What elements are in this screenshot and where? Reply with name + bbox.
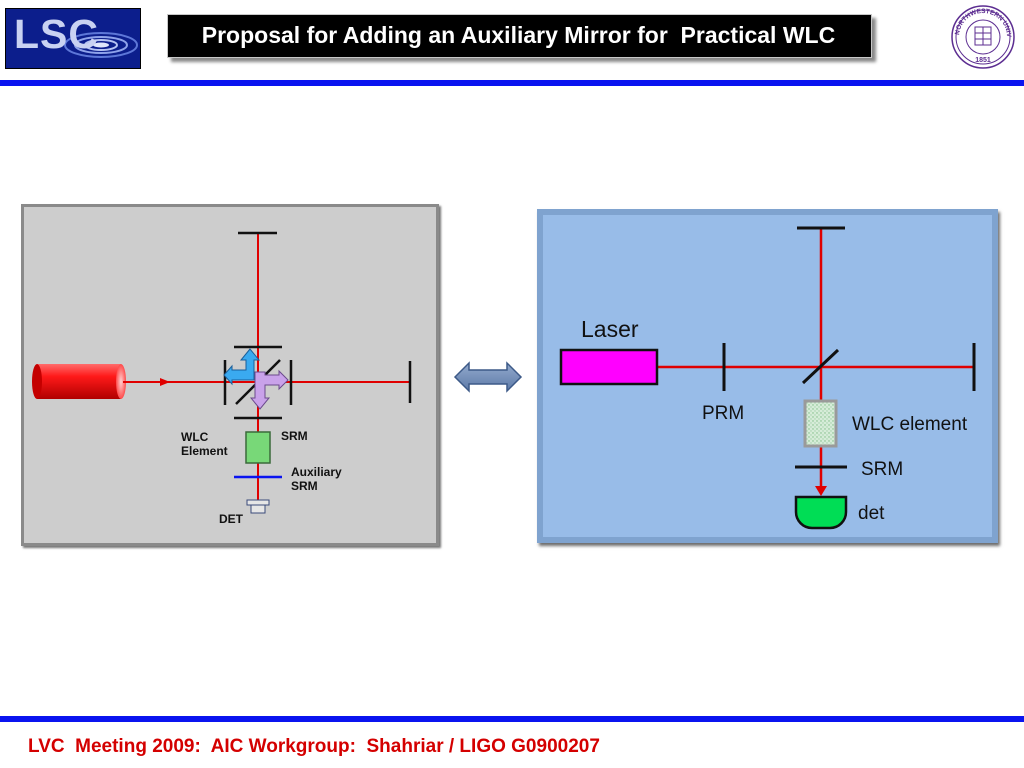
right-srm-label: SRM [861, 459, 904, 480]
srm-label: SRM [281, 429, 308, 443]
beamsplitter [801, 348, 840, 385]
det-detector-icon [246, 499, 270, 514]
right-beam-arrow [815, 486, 827, 496]
northwestern-seal: NORTHWESTERN UNIVERSITY 1851 [949, 0, 1015, 69]
right-det-label: det [858, 503, 885, 524]
right-beam-paths [657, 228, 974, 488]
page-title: Proposal for Adding an Auxiliary Mirror … [201, 22, 836, 48]
lsc-logo-swirl [64, 32, 138, 58]
lsc-logo-text: LSC [14, 11, 99, 57]
beamsplitter-arrows-icon [223, 348, 289, 410]
right-wlc-element-label: WLC element [852, 414, 968, 435]
wlc-element [245, 431, 271, 464]
laser-label: Laser [581, 316, 639, 342]
right-wlc-element [803, 399, 838, 448]
footer-rule [0, 716, 1024, 722]
seal-year: 1851 [975, 57, 991, 64]
footer-text: LVC Meeting 2009: AIC Workgroup: Shahria… [28, 736, 600, 757]
prm-label: PRM [702, 403, 745, 424]
lsc-logo: LSC [5, 8, 141, 69]
wlc-element-label: WLC Element [181, 430, 228, 458]
laser-rod-icon [32, 364, 126, 399]
beam-arrow [160, 378, 170, 386]
title-banner [167, 14, 872, 58]
right-mirrors [722, 226, 976, 469]
right-detector [794, 495, 848, 530]
header-rule [0, 80, 1024, 86]
auxiliary-srm-label: Auxiliary SRM [291, 465, 342, 493]
det-label: DET [219, 512, 243, 526]
laser-box [559, 348, 659, 386]
